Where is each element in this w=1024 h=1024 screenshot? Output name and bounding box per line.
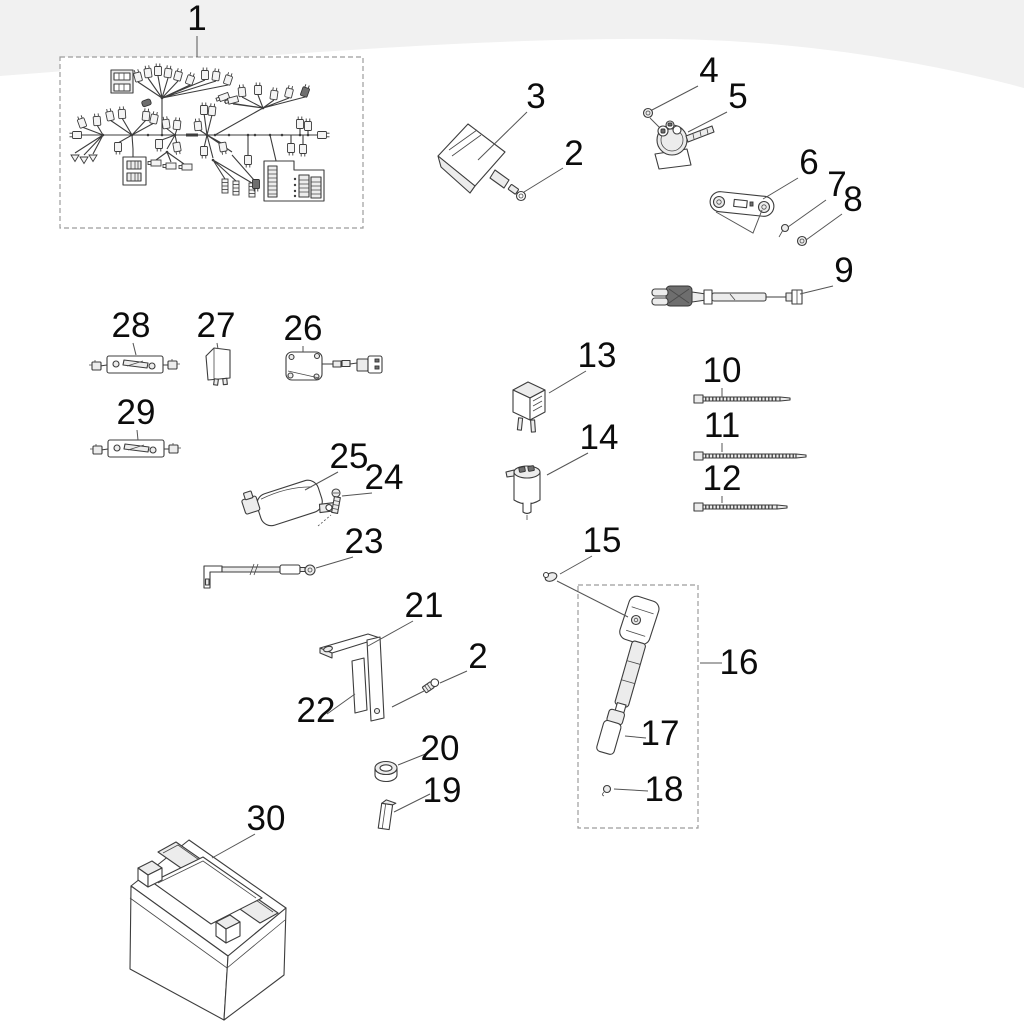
callout-5: 5 [728, 77, 747, 116]
callout-15: 15 [583, 521, 622, 560]
callout-17: 17 [641, 714, 680, 753]
wire-23 [203, 563, 316, 589]
screw-24 [331, 488, 341, 514]
callout-21: 21 [405, 586, 444, 625]
callout-28: 28 [112, 306, 151, 345]
fuse-holder-28 [89, 355, 180, 374]
screw-18 [602, 784, 612, 797]
wiring-harness-assembly [59, 56, 364, 229]
grommet-20 [374, 760, 398, 783]
bracket-21 [319, 633, 385, 722]
clip-15 [542, 571, 558, 582]
regulator-26 [285, 351, 383, 381]
callout-16: 16 [720, 643, 759, 682]
callout-2a: 2 [564, 134, 583, 173]
callout-7: 7 [827, 165, 846, 204]
callout-19: 19 [423, 771, 462, 810]
cdi-unit [437, 123, 510, 194]
nut-8 [796, 235, 808, 247]
callout-12: 12 [703, 459, 742, 498]
callout-23: 23 [345, 522, 384, 561]
callout-2b: 2 [468, 637, 487, 676]
callout-13: 13 [578, 336, 617, 375]
battery-30 [129, 839, 287, 1021]
callout-25: 25 [330, 437, 369, 476]
nut-4 [642, 107, 661, 129]
callout-29: 29 [117, 393, 156, 432]
callout-20: 20 [421, 729, 460, 768]
screw-2a [507, 184, 527, 202]
callout-6: 6 [799, 143, 818, 182]
callout-8: 8 [843, 180, 862, 219]
callout-24: 24 [365, 458, 404, 497]
plug-boot-17 [596, 708, 626, 755]
battery-terminal-left [137, 860, 163, 888]
fuse-holder-29 [90, 439, 181, 458]
callout-18: 18 [645, 770, 684, 809]
callout-11: 11 [704, 406, 740, 445]
cable-tie-12 [693, 502, 788, 512]
leader-lines [132, 36, 843, 859]
ignition-coil-25 [241, 479, 336, 527]
screw-7 [778, 223, 790, 238]
callout-3: 3 [526, 77, 545, 116]
callout-4: 4 [699, 51, 718, 90]
callout-26: 26 [284, 309, 323, 348]
callout-22: 22 [297, 691, 336, 730]
relay-27 [205, 347, 231, 386]
callout-27: 27 [197, 306, 236, 345]
background-swoosh [0, 0, 1024, 88]
pad-22 [351, 657, 368, 714]
harness-drawing [69, 63, 330, 202]
battery-terminal-front [215, 914, 241, 944]
cable-tie-11 [693, 451, 807, 461]
ignition-switch [654, 120, 715, 170]
callout-14: 14 [580, 418, 619, 457]
callout-10: 10 [703, 351, 742, 390]
callout-labels: 1 3 2 4 5 6 7 8 9 10 11 12 13 14 15 16 1… [112, 0, 863, 838]
cable-9 [651, 285, 803, 307]
callout-1: 1 [187, 0, 206, 38]
block-19 [377, 799, 397, 831]
bracket-6 [709, 191, 775, 234]
callout-30: 30 [247, 799, 286, 838]
solenoid-14 [505, 465, 541, 520]
screw-2b [421, 678, 440, 694]
relay-13 [512, 381, 546, 433]
callout-9: 9 [834, 251, 853, 290]
spark-plug-cap [613, 595, 660, 718]
cable-tie-10 [693, 394, 791, 404]
